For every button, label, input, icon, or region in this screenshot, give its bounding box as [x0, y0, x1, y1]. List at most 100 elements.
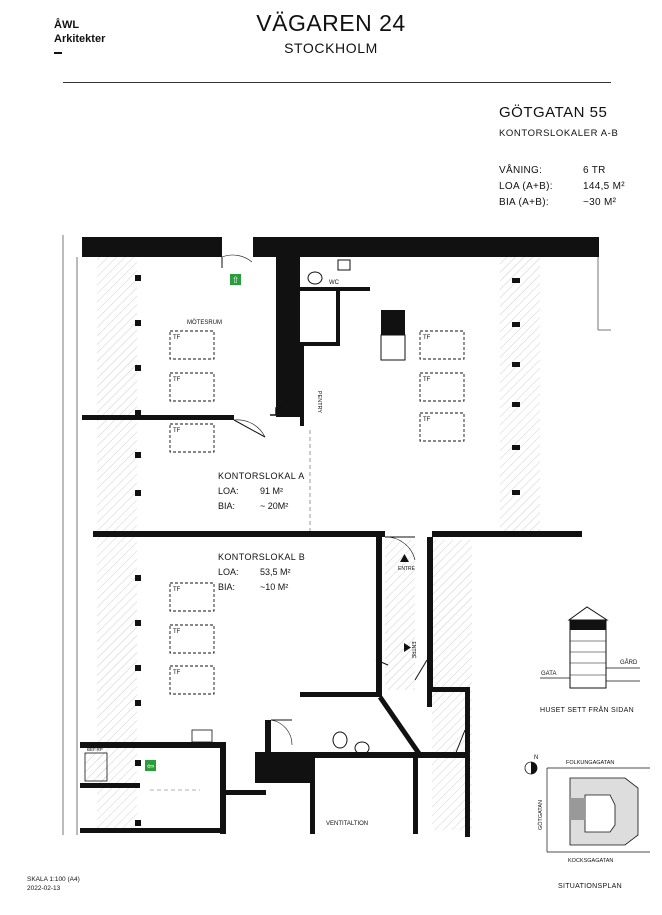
- toilet-fixture: [307, 271, 323, 285]
- core-wall-right: [336, 287, 340, 345]
- info-label: LOA (A+B):: [499, 181, 553, 192]
- street-bottom: KOCKSGAGATAN: [568, 858, 613, 864]
- corridor-wall-right: [427, 537, 433, 687]
- tf-label: TF: [173, 629, 181, 635]
- wall-lower-small: [265, 720, 271, 755]
- tf-label: TF: [173, 335, 181, 341]
- info-value: 6 TR: [583, 165, 606, 176]
- section-view: GATA GÅRD HUSET SETT FRÅN SIDAN: [540, 606, 640, 714]
- lokal-a-info: KONTORSLOKAL A LOA: 91 M² BIA: ~ 20M²: [218, 471, 305, 511]
- wc-wall: [340, 287, 370, 291]
- page-title: VÄGAREN 24: [256, 10, 406, 36]
- column-block: [381, 310, 405, 335]
- info-row-bia: BIA (A+B): ~30 M²: [499, 197, 639, 208]
- wall-stair-right2: [226, 790, 266, 795]
- stair-core: [270, 401, 290, 416]
- lokal-b-name: KONTORSLOKAL B: [218, 552, 305, 562]
- wall-ventilation-top: [255, 752, 470, 758]
- hatch-corridor: [385, 540, 415, 690]
- meeting-room-wall: [82, 415, 234, 420]
- wall-top-right: [253, 237, 599, 257]
- page-subtitle: STOCKHOLM: [284, 40, 378, 56]
- lokal-b-loa-label: LOA:: [218, 567, 239, 577]
- room-label-ventilation: VENTITALTION: [326, 821, 368, 827]
- info-value: ~30 M²: [583, 197, 617, 208]
- wall-stair-right: [220, 742, 226, 834]
- wall-stair-bottom: [80, 828, 220, 833]
- info-value: 144,5 M²: [583, 181, 625, 192]
- door-arc-meeting: [233, 419, 266, 438]
- door-corridor2: [414, 659, 428, 681]
- header-divider: [63, 82, 611, 83]
- section-roof: [567, 606, 609, 621]
- column-block-lower: [380, 334, 406, 361]
- date-label: 2022-02-13: [27, 885, 61, 892]
- wall-vent-right: [413, 758, 418, 834]
- site-caption: SITUATIONSPLAN: [558, 883, 622, 890]
- wall-a-b-left: [93, 531, 385, 537]
- lokal-b-bia-value: ~10 M²: [260, 582, 288, 592]
- door-right-lower: [454, 729, 466, 756]
- lokal-b-info: KONTORSLOKAL B LOA: 53,5 M² BIA: ~10 M²: [218, 552, 305, 592]
- tf-label: TF: [173, 377, 181, 383]
- lokal-a-loa-label: LOA:: [218, 486, 239, 496]
- room-label-pentry: PENTRY: [316, 391, 322, 414]
- desks-lokal-a: [419, 330, 465, 442]
- tf-label: TF: [423, 335, 431, 341]
- wall-lower-right-side: [427, 687, 432, 707]
- corridor-wall-left: [376, 537, 382, 692]
- desks-meeting-room: [169, 330, 215, 453]
- north-label: N: [534, 755, 538, 761]
- info-label: BIA (A+B):: [499, 197, 549, 208]
- entrance-label-top: ENTRÉ: [398, 565, 416, 572]
- tf-label: TF: [423, 417, 431, 423]
- door-arc-top: [221, 254, 253, 263]
- property-subtitle: KONTORSLOKALER A-B: [499, 128, 619, 139]
- lokal-a-loa-value: 91 M²: [260, 486, 283, 496]
- hatch-west-wall: [97, 257, 137, 832]
- wall-stair-mid: [80, 783, 140, 788]
- scale-note: SKALA 1:100 (A4) 2022-02-13: [27, 875, 80, 893]
- scale-label: SKALA 1:100 (A4): [27, 876, 80, 883]
- window-marks-east: [512, 278, 520, 495]
- site-courtyard: [584, 794, 616, 833]
- room-label-wc: WC: [329, 280, 340, 286]
- wall-lower-right-col: [465, 687, 470, 837]
- street-top: FOLKUNGAGATAN: [566, 760, 614, 766]
- lokal-a-name: KONTORSLOKAL A: [218, 471, 305, 481]
- wall-diagonal: [377, 695, 423, 757]
- entrance-label-mid: ENTRÉ: [410, 642, 417, 660]
- section-caption: HUSET SETT FRÅN SIDAN: [540, 705, 634, 714]
- info-label: VÅNING:: [499, 165, 543, 176]
- sink-fixture: [337, 259, 351, 271]
- lokal-b-loa-value: 53,5 M²: [260, 567, 291, 577]
- sink-fixture-lower: [354, 741, 370, 755]
- wall-lower-right-top: [427, 687, 470, 692]
- shaft-block: [255, 755, 310, 783]
- logo-line1: ÅWL: [54, 19, 80, 31]
- section-label-gata: GATA: [541, 671, 556, 677]
- stair-label: BEF.RP: [87, 747, 103, 752]
- wall-stair-top: [80, 742, 220, 748]
- hatch-east-wall: [500, 257, 540, 532]
- core-wall-left: [276, 257, 300, 417]
- pentry-wall: [300, 346, 304, 426]
- door-meeting: [233, 419, 266, 438]
- toilet-fixture-lower: [332, 731, 348, 749]
- core-wall-bottom: [300, 342, 340, 346]
- exit-arrow-lower-icon: ⇦: [147, 761, 155, 771]
- section-building: [569, 619, 607, 689]
- street-left: GÖTGATAN: [537, 800, 544, 830]
- door-stair: [191, 729, 213, 743]
- tf-label: TF: [423, 377, 431, 383]
- wall-a-b-right: [432, 531, 582, 537]
- entrance-marker-top: [400, 554, 409, 562]
- wall-top-left: [82, 237, 222, 257]
- tf-label: TF: [173, 587, 181, 593]
- door-arc-lower: [270, 719, 293, 746]
- core-wall-mid: [300, 287, 338, 291]
- room-label-meeting: MÖTESRUM: [187, 319, 222, 326]
- door-corridor: [375, 659, 389, 666]
- info-row-loa: LOA (A+B): 144,5 M²: [499, 181, 639, 192]
- entrance-marker-mid: [404, 643, 411, 652]
